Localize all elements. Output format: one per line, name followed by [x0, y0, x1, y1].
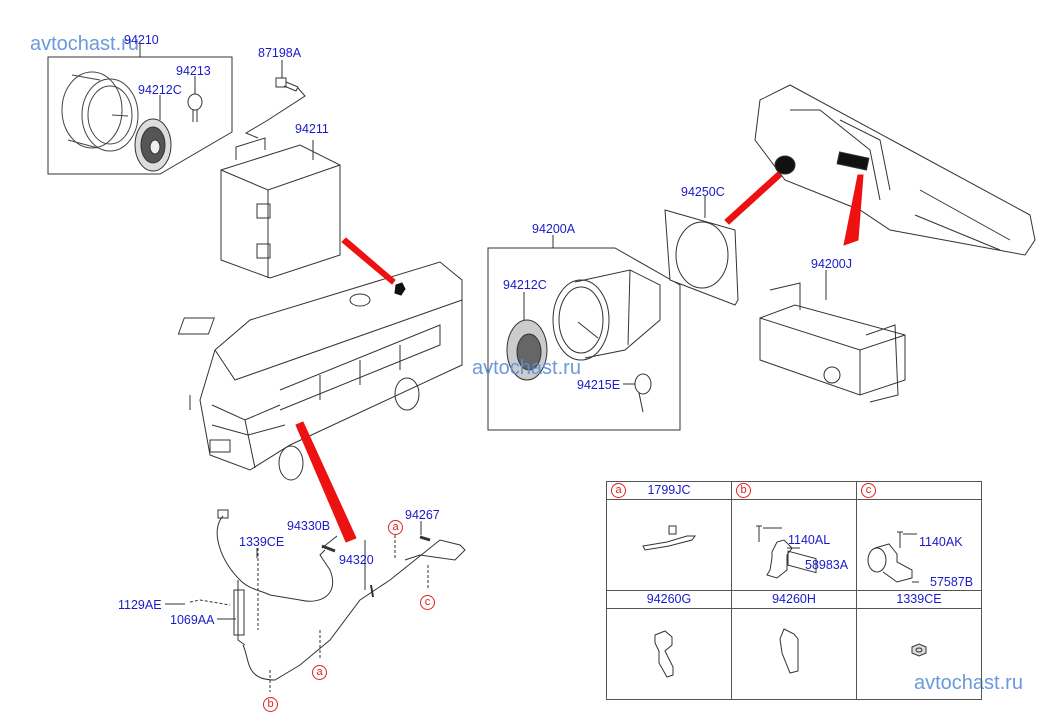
part-label-94212C[interactable]: 94212C	[138, 83, 182, 97]
part-label-94212C-tacho[interactable]: 94212C	[503, 278, 547, 292]
table-cell-nut-1339CE	[856, 608, 982, 700]
control-unit-box-icon	[220, 137, 341, 279]
callout-b[interactable]: b	[263, 697, 278, 712]
watermark-top-left: avtochast.ru	[30, 33, 139, 55]
gauge-icon	[61, 71, 139, 152]
group-box-94200A	[487, 235, 681, 431]
pointer-arrow-roof	[341, 237, 396, 285]
part-label-94260H[interactable]: 94260H	[772, 592, 816, 606]
part-label-1140AL[interactable]: 1140AL	[788, 533, 831, 547]
table-header-94260H: 94260H	[731, 590, 857, 609]
part-label-87198A[interactable]: 87198A	[258, 46, 302, 60]
harness-icon	[165, 509, 466, 692]
table-cell-bracket-94260G	[606, 608, 732, 700]
dashboard-icon	[754, 84, 1036, 256]
cable-tie-icon	[642, 525, 696, 551]
part-label-94267[interactable]: 94267	[405, 508, 440, 522]
bus-icon	[177, 261, 463, 481]
bracket-94260H-icon	[779, 628, 799, 674]
pointer-arrow-radio	[843, 174, 864, 246]
key-icon	[623, 373, 652, 413]
part-label-94200J[interactable]: 94200J	[811, 257, 853, 271]
fastener-parts-table: a 1799JC b c 1140AL 58983A	[606, 481, 982, 700]
part-label-1339CE-table[interactable]: 1339CE	[896, 592, 942, 606]
table-header-a: a 1799JC	[606, 481, 732, 500]
pointer-arrow-bezel	[724, 169, 784, 225]
table-header-1339CE: 1339CE	[856, 590, 982, 609]
part-label-57587B[interactable]: 57587B	[930, 575, 974, 589]
part-label-94213[interactable]: 94213	[176, 64, 211, 78]
group-box-94210	[47, 44, 233, 175]
part-label-1339CE[interactable]: 1339CE	[239, 535, 285, 549]
bracket-b-icon	[756, 525, 800, 579]
gauge-face-icon	[134, 95, 172, 172]
part-label-94320[interactable]: 94320	[339, 553, 374, 567]
table-header-b: b	[731, 481, 857, 500]
bezel-icon	[664, 196, 739, 306]
part-label-1140AK[interactable]: 1140AK	[919, 535, 963, 549]
callout-a-table: a	[611, 483, 626, 498]
part-label-94215E[interactable]: 94215E	[577, 378, 621, 392]
table-header-c: c	[856, 481, 982, 500]
part-label-94210[interactable]: 94210	[124, 33, 159, 47]
part-label-94200A[interactable]: 94200A	[532, 222, 576, 236]
watermark-center: avtochast.ru	[472, 357, 581, 379]
table-cell-bracket-b: 1140AL 58983A	[731, 499, 857, 591]
callout-a-upper[interactable]: a	[388, 520, 403, 535]
part-label-94211[interactable]: 94211	[295, 122, 329, 136]
screw-icon	[244, 60, 306, 139]
pointer-arrow-harness	[295, 421, 357, 543]
table-header-94260G: 94260G	[606, 590, 732, 609]
part-label-1799JC[interactable]: 1799JC	[647, 483, 691, 497]
part-label-94260G[interactable]: 94260G	[646, 592, 692, 606]
clamp-c-icon	[867, 531, 919, 583]
part-label-58983A[interactable]: 58983A	[805, 558, 849, 572]
radio-unit-icon	[759, 270, 906, 574]
radio-slot-marker	[836, 151, 870, 171]
callout-c[interactable]: c	[420, 595, 435, 610]
gauge-face-icon-2	[506, 292, 548, 381]
table-cell-bracket-94260H	[731, 608, 857, 700]
table-cell-cable-tie	[606, 499, 732, 591]
part-label-94330B[interactable]: 94330B	[287, 519, 331, 533]
callout-c-table: c	[861, 483, 876, 498]
bracket-94260G-icon	[654, 630, 674, 678]
bulb-icon	[187, 76, 203, 122]
part-label-1069AA[interactable]: 1069AA	[170, 613, 215, 627]
part-label-1129AE[interactable]: 1129AE	[118, 598, 162, 612]
nut-icon	[911, 643, 927, 657]
part-label-94250C[interactable]: 94250C	[681, 185, 725, 199]
callout-b-table: b	[736, 483, 751, 498]
tachograph-gauge-icon	[552, 269, 661, 361]
table-cell-clamp-c: 1140AK 57587B	[856, 499, 982, 591]
callout-a-lower[interactable]: a	[312, 665, 327, 680]
sensor-marker-roof	[394, 282, 406, 296]
